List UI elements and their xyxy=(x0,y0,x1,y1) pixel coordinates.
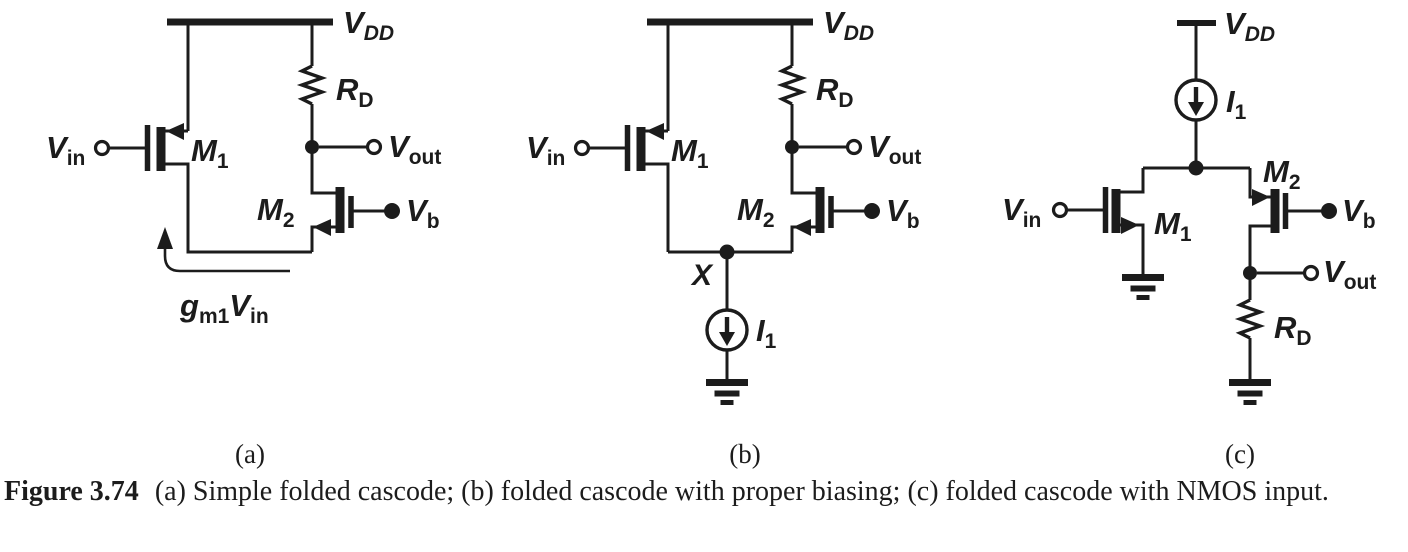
current-arrowhead xyxy=(157,227,173,249)
m1-label: M1 xyxy=(1154,206,1192,246)
gm-vin-label: gm1Vin xyxy=(179,288,269,328)
vb-terminal-dot xyxy=(864,203,880,219)
m1-label: M1 xyxy=(671,133,709,173)
vout-node-dot xyxy=(785,140,799,154)
ground-bar-3 xyxy=(720,400,734,405)
fold-node-dot xyxy=(1188,160,1204,176)
node-x-label: X xyxy=(690,259,714,292)
sublabel-c: (c) xyxy=(1225,439,1255,469)
vb-terminal-dot xyxy=(1321,203,1337,219)
rd-label: RD xyxy=(816,72,854,112)
transistor-m1-nmos xyxy=(1102,187,1139,234)
ground-symbol-m1 xyxy=(1122,274,1164,300)
ground-bar-1 xyxy=(1122,274,1164,281)
current-source-i1 xyxy=(705,308,749,352)
vdd-label: VDD xyxy=(1224,6,1275,46)
vin-terminal xyxy=(573,139,591,157)
vdd-label: VDD xyxy=(343,5,394,45)
ground-symbol-rd xyxy=(1229,379,1271,405)
vout-node-dot xyxy=(1243,266,1257,280)
current-source-i1 xyxy=(1174,78,1218,122)
resistor-rd xyxy=(296,64,328,106)
nmos-source-arrow xyxy=(793,219,811,236)
ground-bar-2 xyxy=(714,390,740,397)
m2-label: M2 xyxy=(1263,154,1301,194)
vout-terminal xyxy=(365,138,383,156)
figure-number: Figure 3.74 xyxy=(4,476,139,507)
nmos-source-arrow xyxy=(313,219,331,236)
vout-label: Vout xyxy=(388,129,441,169)
resistor-rd xyxy=(776,64,808,106)
vb-label: Vb xyxy=(886,193,920,233)
ground-bar-2 xyxy=(1130,285,1156,292)
pmos-source-arrow xyxy=(646,123,664,140)
vin-terminal xyxy=(93,139,111,157)
vout-node-dot xyxy=(305,140,319,154)
vin-label: Vin xyxy=(46,130,85,170)
m1-label: M1 xyxy=(191,133,229,173)
circuit-a: VDD RD Vin M1 Vout M2 Vb gm1Vin (a) xyxy=(46,5,441,469)
vin-label: Vin xyxy=(1002,192,1041,232)
vdd-label: VDD xyxy=(823,5,874,45)
vout-terminal xyxy=(1302,264,1320,282)
ground-bar-1 xyxy=(1229,379,1271,386)
current-arrow-line xyxy=(163,244,290,273)
transistor-m1-pmos xyxy=(144,123,184,171)
transistor-m2-nmos xyxy=(313,187,354,236)
ground-bar-3 xyxy=(1243,400,1257,405)
current-source-arrowhead xyxy=(1188,102,1204,116)
ground-bar-3 xyxy=(1136,295,1150,300)
pmos-source-arrow xyxy=(166,123,184,140)
node-x-dot xyxy=(719,244,735,260)
vin-terminal xyxy=(1051,201,1069,219)
circuit-c: VDD I1 Vin M1 M2 Vb Vout RD (c) xyxy=(1002,6,1376,469)
m2-label: M2 xyxy=(737,192,775,232)
vb-label: Vb xyxy=(1342,193,1376,233)
sublabel-a: (a) xyxy=(235,439,265,469)
ground-bar-1 xyxy=(706,379,748,386)
vb-label: Vb xyxy=(406,193,440,233)
vout-label: Vout xyxy=(868,129,921,169)
ground-symbol xyxy=(706,379,748,405)
gm-current-arrow xyxy=(157,227,290,273)
current-source-arrowhead xyxy=(719,332,735,346)
i1-label: I1 xyxy=(1226,84,1247,124)
rd-label: RD xyxy=(336,72,374,112)
figure-caption: Figure 3.74 (a) Simple folded cascode; (b… xyxy=(0,472,1408,511)
i1-label: I1 xyxy=(756,313,777,353)
transistor-m2-nmos xyxy=(793,187,834,236)
circuit-b: VDD RD Vin M1 Vout M2 Vb X I1 (b) xyxy=(526,5,921,469)
transistor-m2-pmos xyxy=(1252,189,1289,233)
vout-terminal xyxy=(845,138,863,156)
m2-label: M2 xyxy=(257,192,295,232)
resistor-rd xyxy=(1234,298,1266,340)
vin-label: Vin xyxy=(526,130,565,170)
vout-label: Vout xyxy=(1323,254,1376,294)
ground-bar-2 xyxy=(1237,390,1263,397)
pmos-source-arrow xyxy=(1252,189,1270,206)
figure-caption-text: (a) Simple folded cascode; (b) folded ca… xyxy=(154,476,1329,507)
vb-terminal-dot xyxy=(384,203,400,219)
transistor-m1-pmos xyxy=(624,123,664,171)
circuit-diagrams: VDD RD Vin M1 Vout M2 Vb gm1Vin (a) xyxy=(46,5,1376,469)
nmos-source-arrow xyxy=(1121,217,1139,234)
rd-label: RD xyxy=(1274,310,1312,350)
sublabel-b: (b) xyxy=(729,439,760,469)
